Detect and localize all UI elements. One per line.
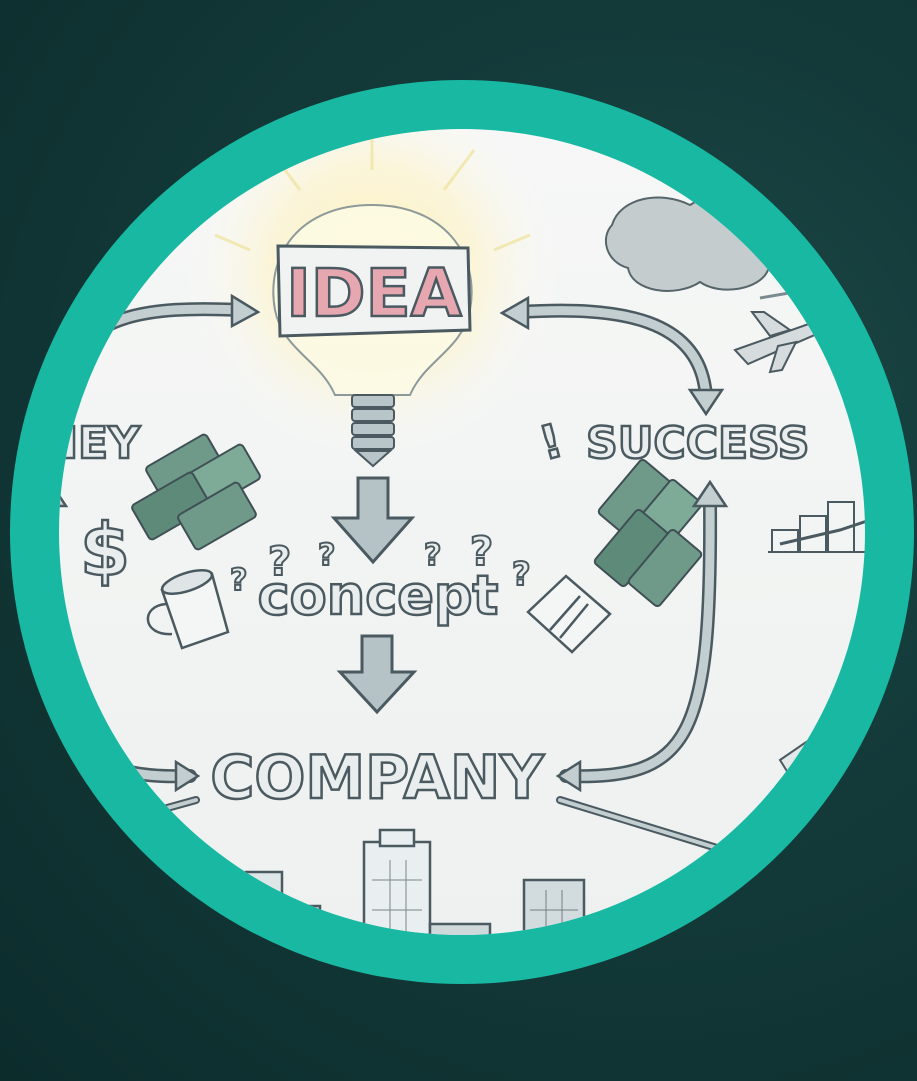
euro-symbol: € — [24, 200, 64, 263]
building — [132, 866, 196, 935]
arrow-head-to-idea-right — [499, 295, 530, 331]
question-mark: ? — [318, 538, 335, 573]
notebook-icon — [526, 574, 612, 654]
company-label: COMPANY — [210, 743, 545, 813]
arrow-head-company-right — [555, 759, 582, 793]
question-mark: ? — [512, 555, 531, 593]
money-bundles-right — [593, 458, 703, 608]
idea-label: IDEA — [286, 255, 462, 332]
coffee-mug-icon — [146, 569, 230, 650]
building — [378, 828, 416, 848]
dollar-symbol: $ — [80, 508, 130, 592]
down-arrow-idea-to-concept — [330, 476, 416, 565]
money-bundles-left — [131, 433, 261, 551]
question-mark: ? — [424, 538, 441, 573]
question-mark: ? — [230, 563, 247, 598]
building — [428, 922, 492, 935]
concept-label: concept — [258, 564, 499, 627]
arrow-head-to-idea-left — [230, 293, 261, 329]
arrow-head-up-success — [691, 479, 729, 508]
success-label: SUCCESS — [586, 418, 809, 469]
question-mark: ? — [470, 529, 493, 575]
idea-banner — [276, 244, 472, 338]
bulb-base — [351, 394, 395, 468]
down-arrow-concept-to-company — [336, 634, 418, 715]
arrow-head-to-success — [687, 388, 725, 417]
bar-chart-sketch-icon — [768, 501, 865, 553]
question-marks: ? ? ? ? ? ? — [229, 528, 532, 599]
question-mark: ? — [268, 539, 291, 585]
arrow-head-company-left — [174, 759, 201, 793]
